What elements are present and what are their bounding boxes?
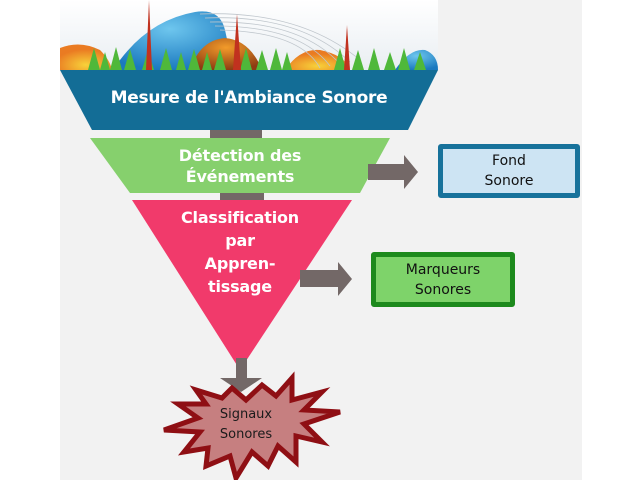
funnel-connector-1 (210, 130, 262, 138)
arrow-right-to-marqueurs (300, 262, 352, 296)
signals-starburst-label: Signaux Sonores (196, 405, 296, 445)
funnel-level-3-classification (132, 200, 352, 370)
funnel-level-2-label-line: Événements (185, 167, 295, 186)
funnel-level-3-label-line: Appren- (204, 254, 276, 273)
funnel-level-3-label-line: tissage (208, 277, 272, 296)
arrow-down-to-signals (220, 358, 262, 392)
funnel-level-1-measure (60, 70, 438, 130)
funnel-level-2-label-line: Détection des (178, 146, 302, 165)
signaux-sonores-label-line: Sonores (219, 427, 273, 442)
marqueurs-sonores-label-line: Sonores (414, 281, 472, 298)
output-box-marqueurs-sonores: Marqueurs Sonores (371, 252, 515, 307)
arrow-right-to-fond (368, 155, 418, 189)
banner-waveform-image (60, 0, 438, 71)
funnel-level-2-label: Détection des Événements (120, 145, 360, 187)
funnel-connector-2 (220, 193, 264, 200)
funnel-level-2-detection (90, 138, 390, 193)
signals-starburst (163, 371, 341, 480)
marqueurs-sonores-label-line: Marqueurs (405, 261, 481, 278)
fond-sonore-label-line: Fond (492, 153, 526, 169)
output-box-fond-sonore: Fond Sonore (438, 144, 580, 198)
fond-sonore-label-line: Sonore (484, 173, 534, 189)
funnel-level-1-label: Mesure de l'Ambiance Sonore (110, 88, 388, 108)
funnel-level-3-label-line: par (225, 231, 255, 250)
funnel-level-3-label-line: Classification (181, 208, 299, 227)
funnel-level-3-label: Classification par Appren- tissage (160, 206, 320, 298)
banner-spikes (146, 0, 350, 70)
signaux-sonores-label-line: Signaux (219, 407, 273, 422)
